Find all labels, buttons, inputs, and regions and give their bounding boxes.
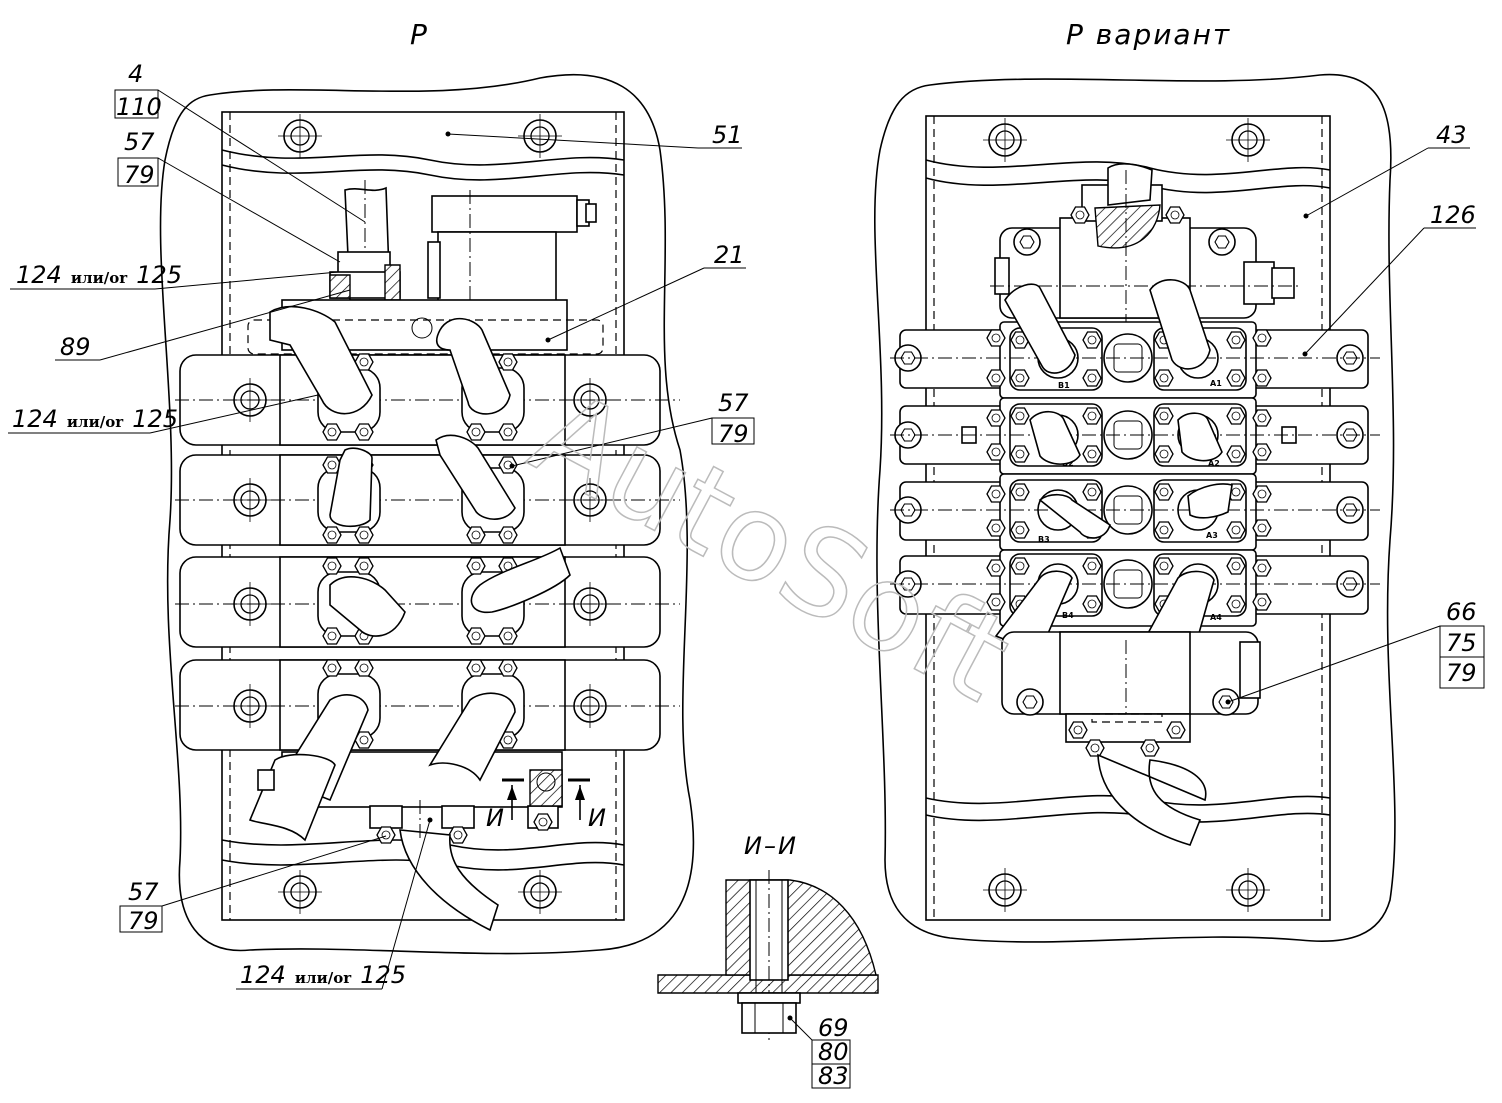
port-b1: B1 bbox=[1058, 381, 1070, 390]
left-callouts: 4 110 57 79 124 или/or 125 89 124 или/or… bbox=[8, 60, 755, 990]
callout-66: 66 bbox=[1446, 598, 1477, 626]
section-title: И–И bbox=[744, 832, 798, 860]
port-a3: A3 bbox=[1206, 531, 1218, 540]
port-a1: A1 bbox=[1210, 379, 1222, 388]
section-markers: И И bbox=[486, 778, 606, 832]
left-view: И И bbox=[159, 73, 695, 955]
callout-79-mid: 79 bbox=[718, 420, 749, 448]
left-view-title: P bbox=[410, 18, 429, 51]
section-view: И–И 69 80 83 bbox=[657, 832, 879, 1090]
right-view: B1 A1 B2 A2 B3 A3 B4 A4 bbox=[874, 73, 1396, 943]
callout-43: 43 bbox=[1436, 121, 1467, 149]
section-mark-left: И bbox=[486, 804, 504, 832]
callout-79-right: 79 bbox=[1446, 659, 1477, 687]
right-view-title: P вариант bbox=[1066, 18, 1231, 51]
callout-83: 83 bbox=[818, 1062, 849, 1090]
callout-124-b: 124 или/or 125 bbox=[12, 405, 178, 433]
callout-75: 75 bbox=[1446, 629, 1477, 657]
callout-57-mid: 57 bbox=[718, 389, 749, 417]
callout-57-bot: 57 bbox=[128, 878, 159, 906]
callout-110: 110 bbox=[116, 93, 162, 121]
callout-57-top: 57 bbox=[124, 128, 155, 156]
right-callouts: 43 126 66 75 79 bbox=[1225, 121, 1485, 705]
callout-4: 4 bbox=[128, 60, 143, 88]
callout-79-bot: 79 bbox=[128, 907, 159, 935]
callout-79-top: 79 bbox=[124, 161, 155, 189]
callout-80: 80 bbox=[818, 1038, 849, 1066]
callout-126: 126 bbox=[1430, 201, 1476, 229]
callout-89: 89 bbox=[60, 333, 91, 361]
callout-124-c: 124 или/or 125 bbox=[240, 961, 406, 989]
section-mark-right: И bbox=[588, 804, 606, 832]
callout-21: 21 bbox=[714, 241, 745, 269]
port-b3: B3 bbox=[1038, 535, 1050, 544]
callout-51: 51 bbox=[712, 121, 743, 149]
port-a2: A2 bbox=[1208, 459, 1220, 468]
callout-124-a: 124 или/or 125 bbox=[16, 261, 182, 289]
callout-69: 69 bbox=[818, 1014, 849, 1042]
port-a4: A4 bbox=[1210, 613, 1222, 622]
port-b4: B4 bbox=[1062, 611, 1074, 620]
left-valve-sections bbox=[175, 305, 680, 932]
